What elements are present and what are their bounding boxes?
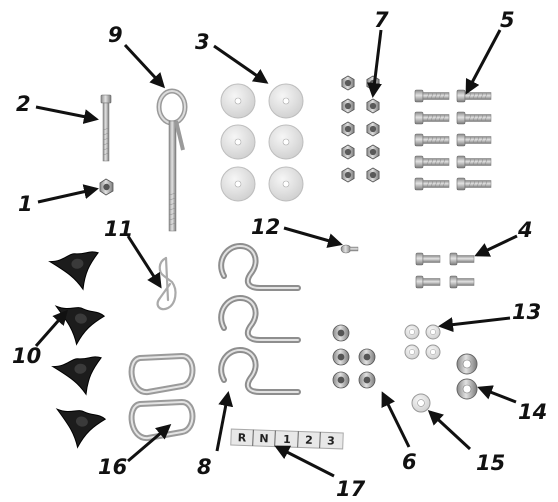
bolt bbox=[456, 155, 492, 169]
label-6: 6 bbox=[402, 450, 417, 474]
label-4: 4 bbox=[517, 218, 533, 242]
carabiner-links bbox=[128, 353, 196, 441]
strip-cell-2: N bbox=[259, 432, 269, 445]
nut-washer bbox=[358, 348, 376, 366]
nut-washer bbox=[332, 348, 350, 366]
nut-washer bbox=[332, 324, 350, 342]
star-knob bbox=[48, 251, 99, 291]
label-2: 2 bbox=[16, 92, 31, 116]
label-11: 11 bbox=[104, 217, 133, 241]
small-screw bbox=[340, 244, 359, 254]
nut bbox=[366, 121, 380, 137]
label-8: 8 bbox=[197, 455, 212, 479]
nut bbox=[366, 98, 380, 114]
nut bbox=[341, 144, 355, 160]
nut bbox=[366, 144, 380, 160]
label-17: 17 bbox=[336, 477, 366, 501]
strip-cell-3: 1 bbox=[283, 433, 291, 446]
nut bbox=[341, 98, 355, 114]
nut bbox=[341, 75, 355, 91]
label-7: 7 bbox=[374, 8, 389, 32]
short-bolt bbox=[449, 252, 475, 266]
strip-cell-4: 2 bbox=[305, 434, 313, 447]
nut-washers bbox=[332, 324, 376, 389]
s-hooks bbox=[218, 242, 301, 395]
label-5: 5 bbox=[500, 8, 515, 32]
strip-cell-5: 3 bbox=[327, 434, 335, 447]
star-knob bbox=[54, 305, 106, 346]
hair-pin-clip bbox=[156, 256, 177, 311]
eye-bolt bbox=[156, 88, 188, 232]
s-hook bbox=[218, 242, 301, 291]
nut-washer bbox=[332, 371, 350, 389]
label-9: 9 bbox=[108, 23, 123, 47]
bolt bbox=[414, 177, 450, 191]
bolt bbox=[414, 133, 450, 147]
bolts-grid bbox=[414, 89, 492, 191]
bolt bbox=[414, 111, 450, 125]
star-knob bbox=[51, 356, 102, 396]
callout-arrows bbox=[34, 29, 518, 478]
short-bolt bbox=[415, 275, 441, 289]
single-washer bbox=[411, 393, 431, 413]
label-1: 1 bbox=[18, 192, 33, 216]
label-15: 15 bbox=[476, 451, 505, 475]
bolt bbox=[456, 133, 492, 147]
short-bolts bbox=[415, 252, 475, 289]
star-knobs bbox=[48, 251, 107, 449]
large-washers bbox=[456, 353, 478, 400]
bolt bbox=[414, 89, 450, 103]
callout-numbers: 2 1 9 3 7 5 12 4 11 10 13 14 15 6 16 8 1… bbox=[12, 8, 547, 501]
single-nut bbox=[99, 178, 114, 196]
short-bolt bbox=[415, 252, 441, 266]
strip-cell-1: R bbox=[238, 431, 247, 444]
short-bolt bbox=[449, 275, 475, 289]
s-hook bbox=[218, 294, 301, 343]
nut bbox=[341, 167, 355, 183]
s-hook bbox=[218, 346, 301, 395]
label-12: 12 bbox=[251, 215, 280, 239]
label-3: 3 bbox=[195, 30, 210, 54]
bolt bbox=[456, 111, 492, 125]
label-13: 13 bbox=[512, 300, 541, 324]
label-16: 16 bbox=[98, 455, 127, 479]
long-bolt bbox=[100, 94, 112, 162]
star-knob bbox=[55, 408, 107, 449]
nut bbox=[341, 121, 355, 137]
nut bbox=[366, 167, 380, 183]
label-10: 10 bbox=[12, 344, 41, 368]
small-washers bbox=[404, 324, 441, 360]
bolt bbox=[414, 155, 450, 169]
bolt bbox=[456, 89, 492, 103]
nuts-grid bbox=[341, 75, 380, 183]
nut-washer bbox=[358, 371, 376, 389]
bolt bbox=[456, 177, 492, 191]
foam-pads bbox=[220, 83, 304, 202]
label-14: 14 bbox=[518, 400, 547, 424]
label-strip: R N 1 2 3 bbox=[230, 428, 344, 450]
